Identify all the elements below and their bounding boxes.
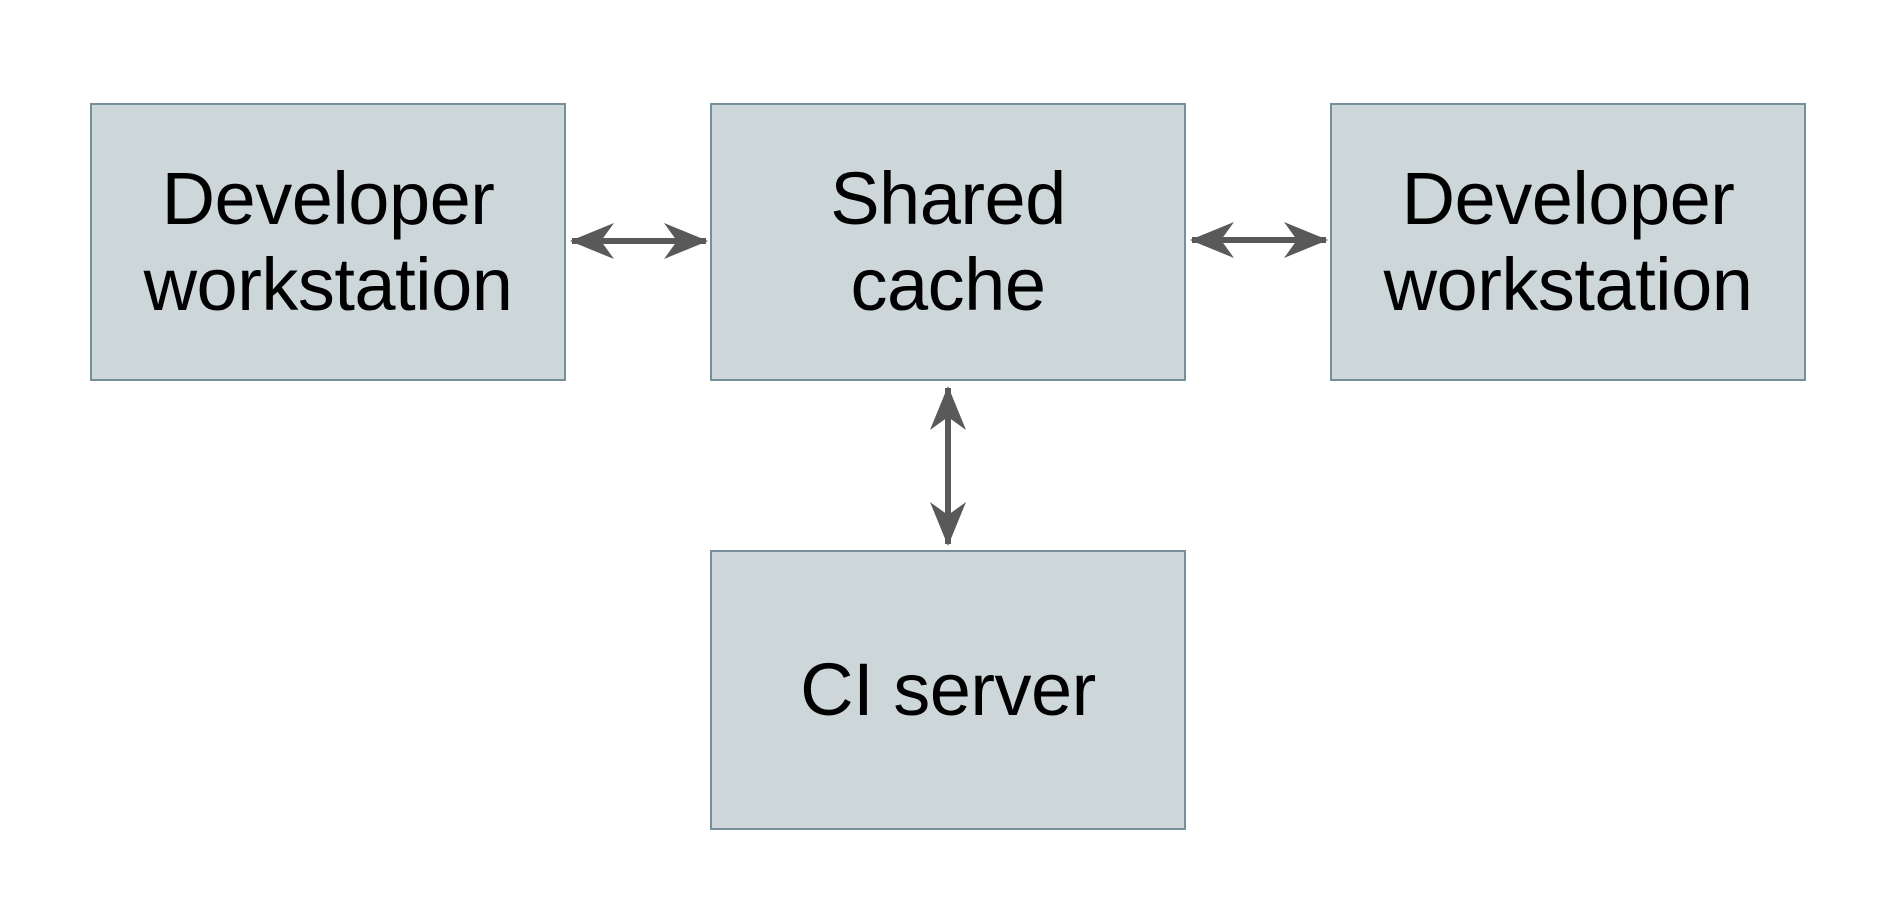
node-label: cache	[850, 243, 1046, 326]
node-shared-cache: Shared cache	[710, 103, 1186, 381]
node-developer-workstation-right: Developer workstation	[1330, 103, 1806, 381]
node-label: Developer	[1401, 157, 1735, 241]
node-label: workstation	[143, 243, 513, 326]
node-label: CI server	[800, 648, 1096, 732]
node-label: workstation	[1383, 243, 1753, 326]
node-label: Developer	[161, 157, 495, 241]
node-label: Shared	[830, 157, 1066, 241]
node-developer-workstation-left: Developer workstation	[90, 103, 566, 381]
node-ci-server: CI server	[710, 550, 1186, 830]
